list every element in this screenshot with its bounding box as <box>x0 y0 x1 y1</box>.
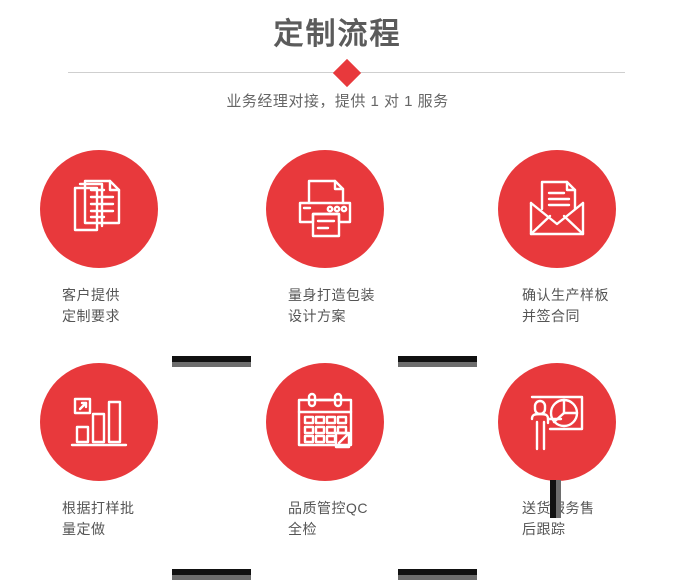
step-1-label: 客户提供 定制要求 <box>62 287 120 324</box>
connector-bar-light <box>398 362 477 367</box>
printer-icon <box>298 179 352 238</box>
connector-bar-light <box>556 480 561 518</box>
title-divider <box>68 58 625 88</box>
calendar-check-icon <box>297 392 353 449</box>
envelope-letter-icon <box>529 180 585 236</box>
step-5-icon-circle <box>266 363 384 481</box>
page-title: 定制流程 <box>273 18 402 51</box>
connector-2-to-3 <box>398 356 477 367</box>
process-step-6: 送货服务售 后跟踪 <box>477 363 637 540</box>
step-6-label: 送货服务售 后跟踪 <box>522 500 594 537</box>
connector-bar-dark <box>550 480 556 518</box>
process-step-5: 品质管控QC 全检 <box>245 363 405 540</box>
documents-stack-icon <box>73 179 121 232</box>
step-4-label: 根据打样批 量定做 <box>62 500 135 537</box>
connector-bar-light <box>398 575 477 580</box>
connector-bar-light <box>172 362 251 367</box>
diamond-bullet-icon <box>332 58 361 88</box>
connector-4-to-5 <box>172 569 251 580</box>
step-2-icon-circle <box>266 150 384 268</box>
connector-bar-dark <box>398 356 477 362</box>
process-step-1: 客户提供 定制要求 <box>19 150 179 327</box>
process-step-3: 确认生产样板 并签合同 <box>477 150 637 327</box>
connector-5-to-6 <box>398 569 477 580</box>
connector-1-to-2 <box>172 356 251 367</box>
presenter-pie-chart-icon <box>530 395 584 451</box>
process-step-4: 根据打样批 量定做 <box>19 363 179 540</box>
step-3-icon-circle <box>498 150 616 268</box>
connector-3-to-4 <box>550 480 561 518</box>
page-subtitle: 业务经理对接，提供 1 对 1 服务 <box>226 93 449 110</box>
step-1-icon-circle <box>40 150 158 268</box>
connector-bar-light <box>172 575 251 580</box>
process-step-2: 量身打造包装 设计方案 <box>245 150 405 327</box>
step-4-icon-circle <box>40 363 158 481</box>
step-5-label: 品质管控QC 全检 <box>288 500 368 537</box>
bar-chart-growth-icon <box>70 397 128 447</box>
step-6-icon-circle <box>498 363 616 481</box>
process-flow: 客户提供 定制要求 <box>0 150 675 580</box>
connector-bar-dark <box>172 356 251 362</box>
customization-process-infographic: 定制流程 业务经理对接，提供 1 对 1 服务 <box>0 18 675 580</box>
step-3-label: 确认生产样板 并签合同 <box>522 287 609 324</box>
step-2-label: 量身打造包装 设计方案 <box>288 287 375 324</box>
